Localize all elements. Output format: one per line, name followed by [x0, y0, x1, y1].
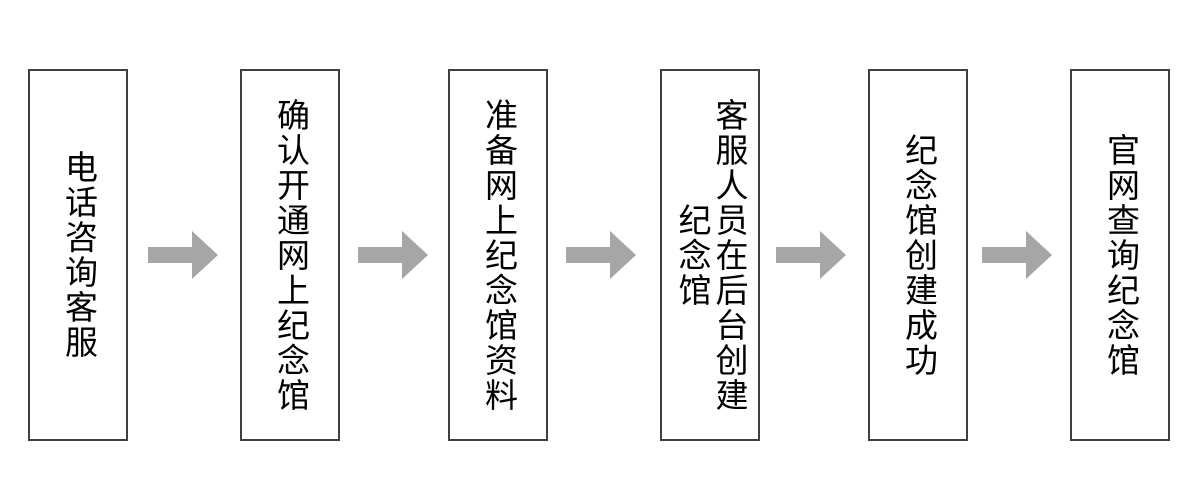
right-arrow-icon-3	[566, 229, 636, 281]
flow-node-label: 纪念馆创建成功	[900, 132, 938, 378]
flow-node-step-5[interactable]: 纪念馆创建成功	[868, 69, 968, 441]
flow-node-step-2[interactable]: 确认开通网上纪念馆	[240, 69, 340, 441]
right-arrow-icon-5	[982, 229, 1052, 281]
flow-node-step-3[interactable]: 准备网上纪念馆资料	[448, 69, 548, 441]
right-arrow-icon-4	[776, 229, 846, 281]
flow-node-label: 客服人员在后台创建纪念馆	[674, 97, 748, 413]
right-arrow-icon-2	[358, 229, 428, 281]
flow-node-label: 准备网上纪念馆资料	[480, 97, 518, 413]
flow-node-step-1[interactable]: 电话咨询客服	[28, 69, 128, 441]
flow-node-label: 电话咨询客服	[60, 150, 98, 360]
right-arrow-icon-1	[148, 229, 218, 281]
flow-node-label: 官网查询纪念馆	[1102, 132, 1140, 378]
flow-node-step-4[interactable]: 客服人员在后台创建纪念馆	[660, 69, 760, 441]
flow-node-label: 确认开通网上纪念馆	[272, 97, 310, 413]
flow-node-step-6[interactable]: 官网查询纪念馆	[1070, 69, 1170, 441]
